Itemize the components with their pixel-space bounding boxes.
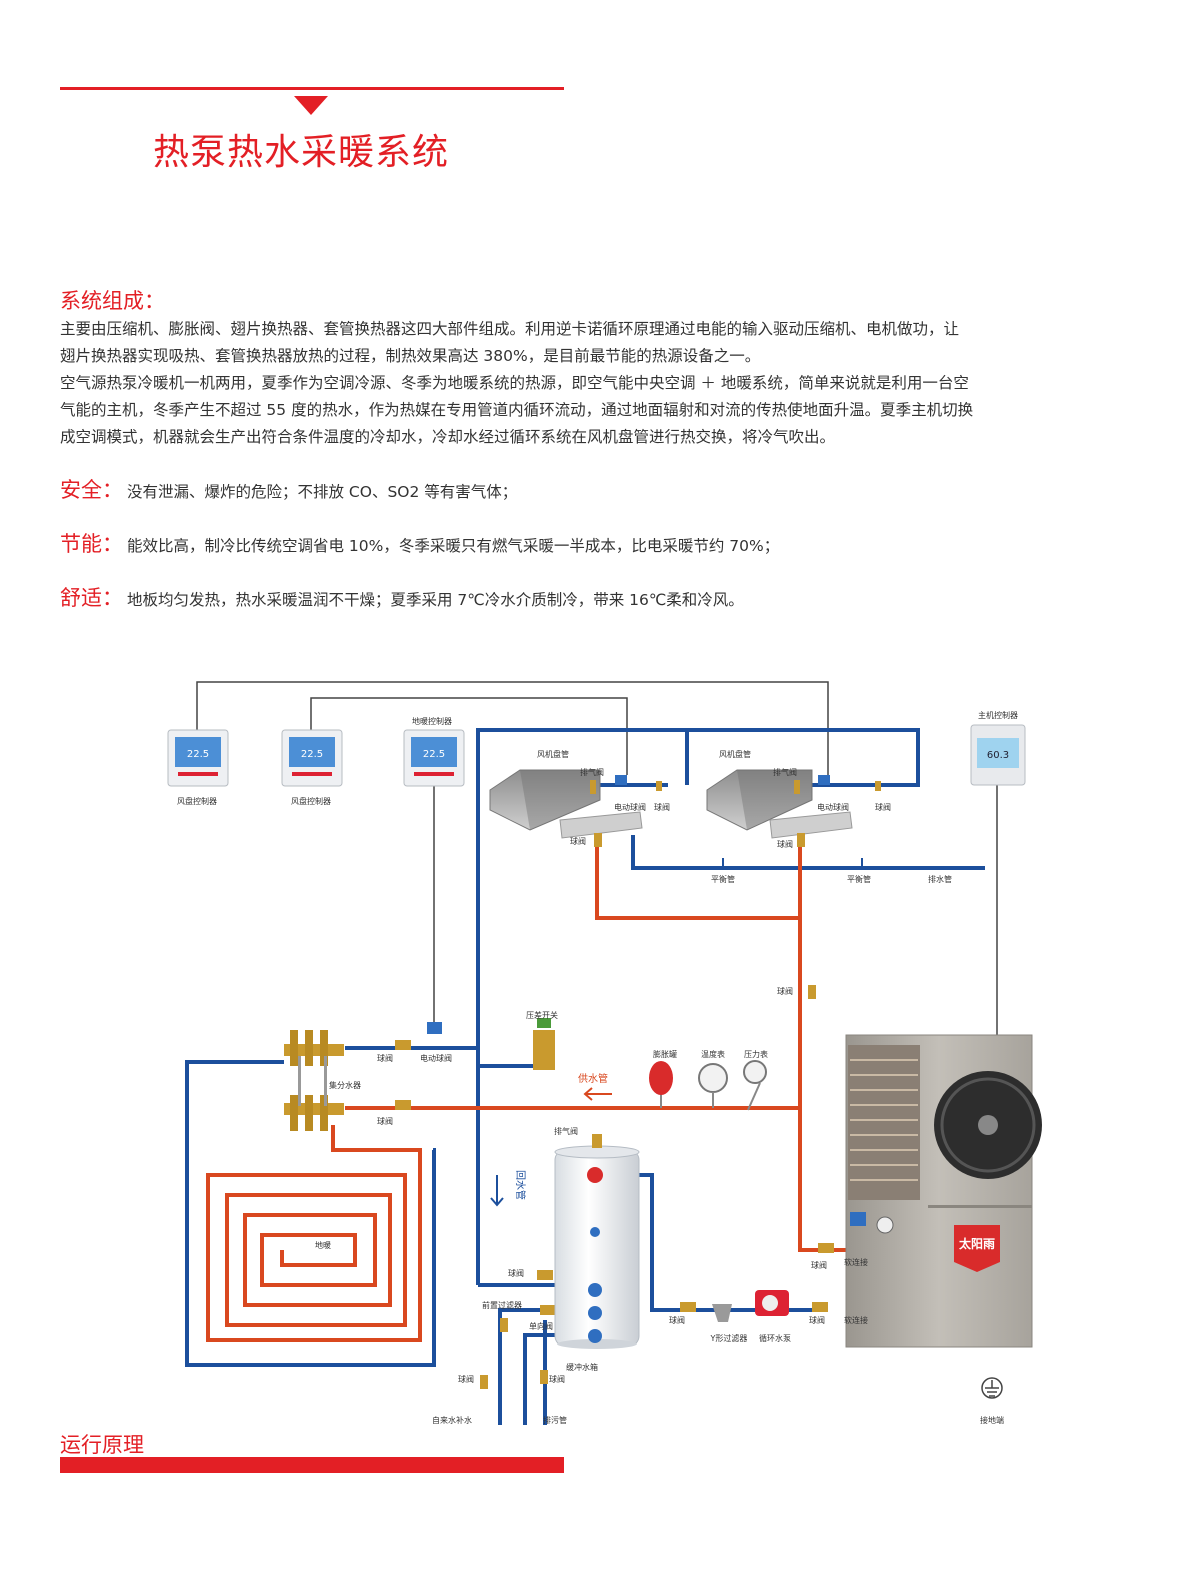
label-bv-fcu2-in: 球阀 <box>777 839 793 849</box>
label-ev-manifold: 电动球阀 <box>420 1053 452 1063</box>
expansion-tank <box>649 1061 673 1108</box>
feature-key: 舒适： <box>60 586 123 610</box>
feature-text: 能效比高，制冷比传统空调省电 10%，冬季采暖只有燃气采暖一半成本，比电采暖节约… <box>127 537 780 555</box>
label-drain: 排水管 <box>928 874 952 884</box>
label-bv-fcu1-in: 球阀 <box>570 836 586 846</box>
label-bv-manifold-top: 球阀 <box>377 1053 393 1063</box>
label-thermo: 温度表 <box>701 1049 725 1059</box>
label-manifold: 集分水器 <box>329 1080 361 1090</box>
return-arrow-icon <box>490 1175 504 1207</box>
valve-icons <box>395 833 834 1389</box>
label-main-ctrl: 主机控制器 <box>978 710 1018 720</box>
fan-controller-1[interactable]: 22.5 <box>167 729 229 787</box>
para2-line2: 气能的主机，冬季产生不超过 55 度的热水，作为热媒在专用管道内循环流动，通过地… <box>60 401 974 419</box>
label-bv-fcu1-out: 球阀 <box>654 802 670 812</box>
label-pump: 循环水泵 <box>759 1333 791 1343</box>
footer-title: 运行原理 <box>60 1433 144 1457</box>
feature-key: 安全： <box>60 478 123 502</box>
label-balance-1: 平衡管 <box>711 874 735 884</box>
feature-text: 地板均匀发热，热水采暖温润不干燥；夏季采用 7℃冷水介质制冷，带来 16℃柔和冷… <box>127 591 744 609</box>
feature-safety: 安全：没有泄漏、爆炸的危险；不排放 CO、SO2 等有害气体； <box>60 474 517 504</box>
brand-logo: 太阳雨 <box>959 1236 995 1251</box>
page-title: 热泵热水采暖系统 <box>153 132 450 173</box>
feature-energy: 节能：能效比高，制冷比传统空调省电 10%，冬季采暖只有燃气采暖一半成本，比电采… <box>60 528 779 558</box>
label-bv-manifold-bot: 球阀 <box>377 1116 393 1126</box>
label-soft-top: 软连接 <box>844 1257 868 1267</box>
diagram-labels: 风盘控制器 风盘控制器 地暖控制器 主机控制器 风机盘管 风机盘管 排气阀 排气… <box>177 710 1018 1425</box>
label-balance-2: 平衡管 <box>847 874 871 884</box>
balance-tees <box>722 858 863 868</box>
label-floor-ctrl: 地暖控制器 <box>412 716 452 726</box>
label-ev-1: 电动球阀 <box>614 802 646 812</box>
label-bv-return: 球阀 <box>508 1268 524 1278</box>
composition-para-1: 主要由压缩机、膨胀阀、翅片换热器、套管换热器这四大部件组成。利用逆卡诺循环原理通… <box>60 316 1145 451</box>
label-ev-2: 电动球阀 <box>817 802 849 812</box>
label-soft-bot: 软连接 <box>844 1315 868 1325</box>
label-floor: 地暖 <box>315 1240 331 1250</box>
floor-controller[interactable]: 22.5 <box>403 729 465 787</box>
ground-icon <box>981 1377 1003 1399</box>
header-rule <box>60 87 564 90</box>
label-bv-unit-bot: 球阀 <box>809 1315 825 1325</box>
label-yfilter: Y形过滤器 <box>710 1333 748 1343</box>
label-dp-switch: 压差开关 <box>526 1010 558 1020</box>
floor-electric-valve <box>427 1022 442 1034</box>
label-fan-ctrl-1: 风盘控制器 <box>177 796 217 806</box>
main-controller-readout: 60.3 <box>987 750 1009 761</box>
label-fan-ctrl-2: 风盘控制器 <box>291 796 331 806</box>
para1-line2: 翅片换热器实现吸热、套管换热器放热的过程，制热效果高达 380%，是目前最节能的… <box>60 347 761 365</box>
label-bv-riser: 球阀 <box>777 986 793 996</box>
para2-line1: 空气源热泵冷暖机一机两用，夏季作为空调冷源、冬季为地暖系统的热源，即空气能中央空… <box>60 374 969 392</box>
label-bv-makeup: 球阀 <box>458 1374 474 1384</box>
label-exp-tank: 膨胀罐 <box>653 1049 677 1059</box>
label-fcu-2: 风机盘管 <box>719 749 751 759</box>
footer-bar <box>60 1457 564 1473</box>
buffer-tank <box>554 1134 640 1349</box>
header-triangle-icon <box>294 96 328 115</box>
label-bv-drain: 球阀 <box>549 1374 565 1384</box>
y-filter <box>712 1304 732 1322</box>
fan-coil-unit-2 <box>706 769 881 839</box>
pressure-diff-switch <box>533 1018 555 1070</box>
heat-pump-unit: 太阳雨 <box>845 1034 1042 1348</box>
thermostat-readout: 22.5 <box>187 749 209 760</box>
label-bv-fcu2-out: 球阀 <box>875 802 891 812</box>
thermostat-readout: 22.5 <box>423 749 445 760</box>
label-ground: 接地端 <box>980 1415 1004 1425</box>
label-vent-1: 排气阀 <box>580 767 604 777</box>
main-controller[interactable]: 60.3 <box>970 724 1026 786</box>
thermometer-gauge <box>698 1063 728 1108</box>
label-fcu-1: 风机盘管 <box>537 749 569 759</box>
label-bv-pump: 球阀 <box>669 1315 685 1325</box>
label-drain-pipe: 排污管 <box>543 1415 567 1425</box>
feature-text: 没有泄漏、爆炸的危险；不排放 CO、SO2 等有害气体； <box>127 483 518 501</box>
pressure-gauge <box>743 1060 767 1111</box>
thermostat-readout: 22.5 <box>301 749 323 760</box>
label-return: 回水管 <box>514 1170 527 1200</box>
composition-heading: 系统组成： <box>60 289 165 313</box>
label-tank-vent: 排气阀 <box>554 1126 578 1136</box>
fan-coil-unit-1 <box>489 769 662 839</box>
label-prefilter: 前置过滤器 <box>482 1300 522 1310</box>
para2-line3: 成空调模式，机器就会生产出符合条件温度的冷却水，冷却水经过循环系统在风机盘管进行… <box>60 428 836 446</box>
label-makeup: 自来水补水 <box>432 1415 472 1425</box>
supply-arrow-icon <box>583 1087 612 1101</box>
fan-controller-2[interactable]: 22.5 <box>281 729 343 787</box>
label-vent-2: 排气阀 <box>773 767 797 777</box>
label-check: 单向阀 <box>529 1321 553 1331</box>
para1-line1: 主要由压缩机、膨胀阀、翅片换热器、套管换热器这四大部件组成。利用逆卡诺循环原理通… <box>60 320 960 338</box>
feature-comfort: 舒适：地板均匀发热，热水采暖温润不干燥；夏季采用 7℃冷水介质制冷，带来 16℃… <box>60 582 744 612</box>
label-buffer: 缓冲水箱 <box>566 1362 598 1372</box>
circulation-pump <box>755 1290 789 1316</box>
label-pressure: 压力表 <box>744 1049 768 1059</box>
label-supply: 供水管 <box>578 1072 608 1085</box>
label-bv-unit-top: 球阀 <box>811 1260 827 1270</box>
manifold <box>284 1030 344 1131</box>
feature-key: 节能： <box>60 532 123 556</box>
